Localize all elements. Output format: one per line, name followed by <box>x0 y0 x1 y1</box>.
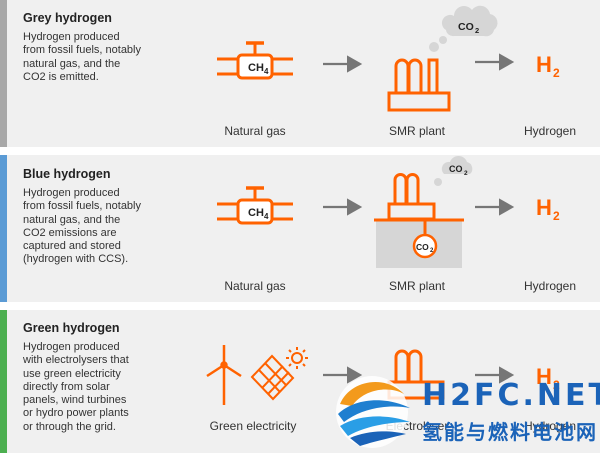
blue-hydrogen-title: Blue hydrogen <box>23 167 111 181</box>
green-hydrogen-title: Green hydrogen <box>23 321 120 335</box>
natural-gas-pipe-icon: CH 4 <box>217 186 293 225</box>
svg-text:H: H <box>536 52 552 77</box>
svg-text:4: 4 <box>264 212 269 221</box>
svg-text:2: 2 <box>464 170 468 177</box>
blue-stripe <box>0 155 7 302</box>
co2-symbol: CO <box>458 21 474 33</box>
hydrogen-label: Hydrogen <box>523 279 577 293</box>
co2-symbol: CO <box>449 164 463 174</box>
svg-text:H: H <box>536 364 552 389</box>
smr-plant-label: SMR plant <box>388 124 446 138</box>
wind-turbine-icon <box>206 345 242 405</box>
blue-hydrogen-description: Hydrogen produced from fossil fuels, not… <box>23 187 141 266</box>
hydrogen-label: Hydrogen <box>523 124 577 138</box>
grey-hydrogen-panel <box>0 0 600 147</box>
green-electricity-label: Green electricity <box>209 419 297 433</box>
smr-plant-ccs-icon: CO 2 CO 2 <box>374 155 473 268</box>
watermark-en-text: H2FC.NET <box>422 378 600 413</box>
watermark: H2FC.NET 氢能与燃料电池网 <box>330 372 600 453</box>
grey-stripe <box>0 0 7 147</box>
green-stripe <box>0 310 7 453</box>
sun-icon <box>286 347 308 369</box>
natural-gas-label: Natural gas <box>224 279 286 293</box>
solar-panel-icon <box>250 354 295 401</box>
watermark-logo-icon <box>336 376 410 448</box>
ch4-symbol: CH <box>248 207 264 219</box>
svg-text:2: 2 <box>553 378 560 392</box>
hydrogen-symbol: H 2 <box>536 195 560 223</box>
hydrogen-label: Hydrogen <box>523 419 577 433</box>
hydrogen-symbol: H 2 <box>536 364 560 392</box>
grey-hydrogen-title: Grey hydrogen <box>23 11 112 25</box>
svg-text:4: 4 <box>264 67 269 76</box>
co2-symbol: CO <box>416 242 429 252</box>
ch4-symbol: CH <box>248 62 264 74</box>
svg-text:2: 2 <box>553 209 560 223</box>
blue-hydrogen-panel <box>0 155 600 302</box>
svg-text:H: H <box>536 195 552 220</box>
green-hydrogen-description: Hydrogen produced with electrolysers tha… <box>23 341 129 433</box>
svg-text:2: 2 <box>475 26 479 35</box>
watermark-cn-text: 氢能与燃料电池网 <box>422 420 598 444</box>
natural-gas-pipe-icon: CH 4 <box>217 41 293 80</box>
svg-text:2: 2 <box>430 248 434 254</box>
smr-plant-label: SMR plant <box>388 279 446 293</box>
smr-plant-icon: CO 2 <box>387 5 498 112</box>
grey-hydrogen-description: Hydrogen produced from fossil fuels, not… <box>23 31 141 83</box>
svg-text:2: 2 <box>553 66 560 80</box>
natural-gas-label: Natural gas <box>224 124 286 138</box>
hydrogen-symbol: H 2 <box>536 52 560 80</box>
